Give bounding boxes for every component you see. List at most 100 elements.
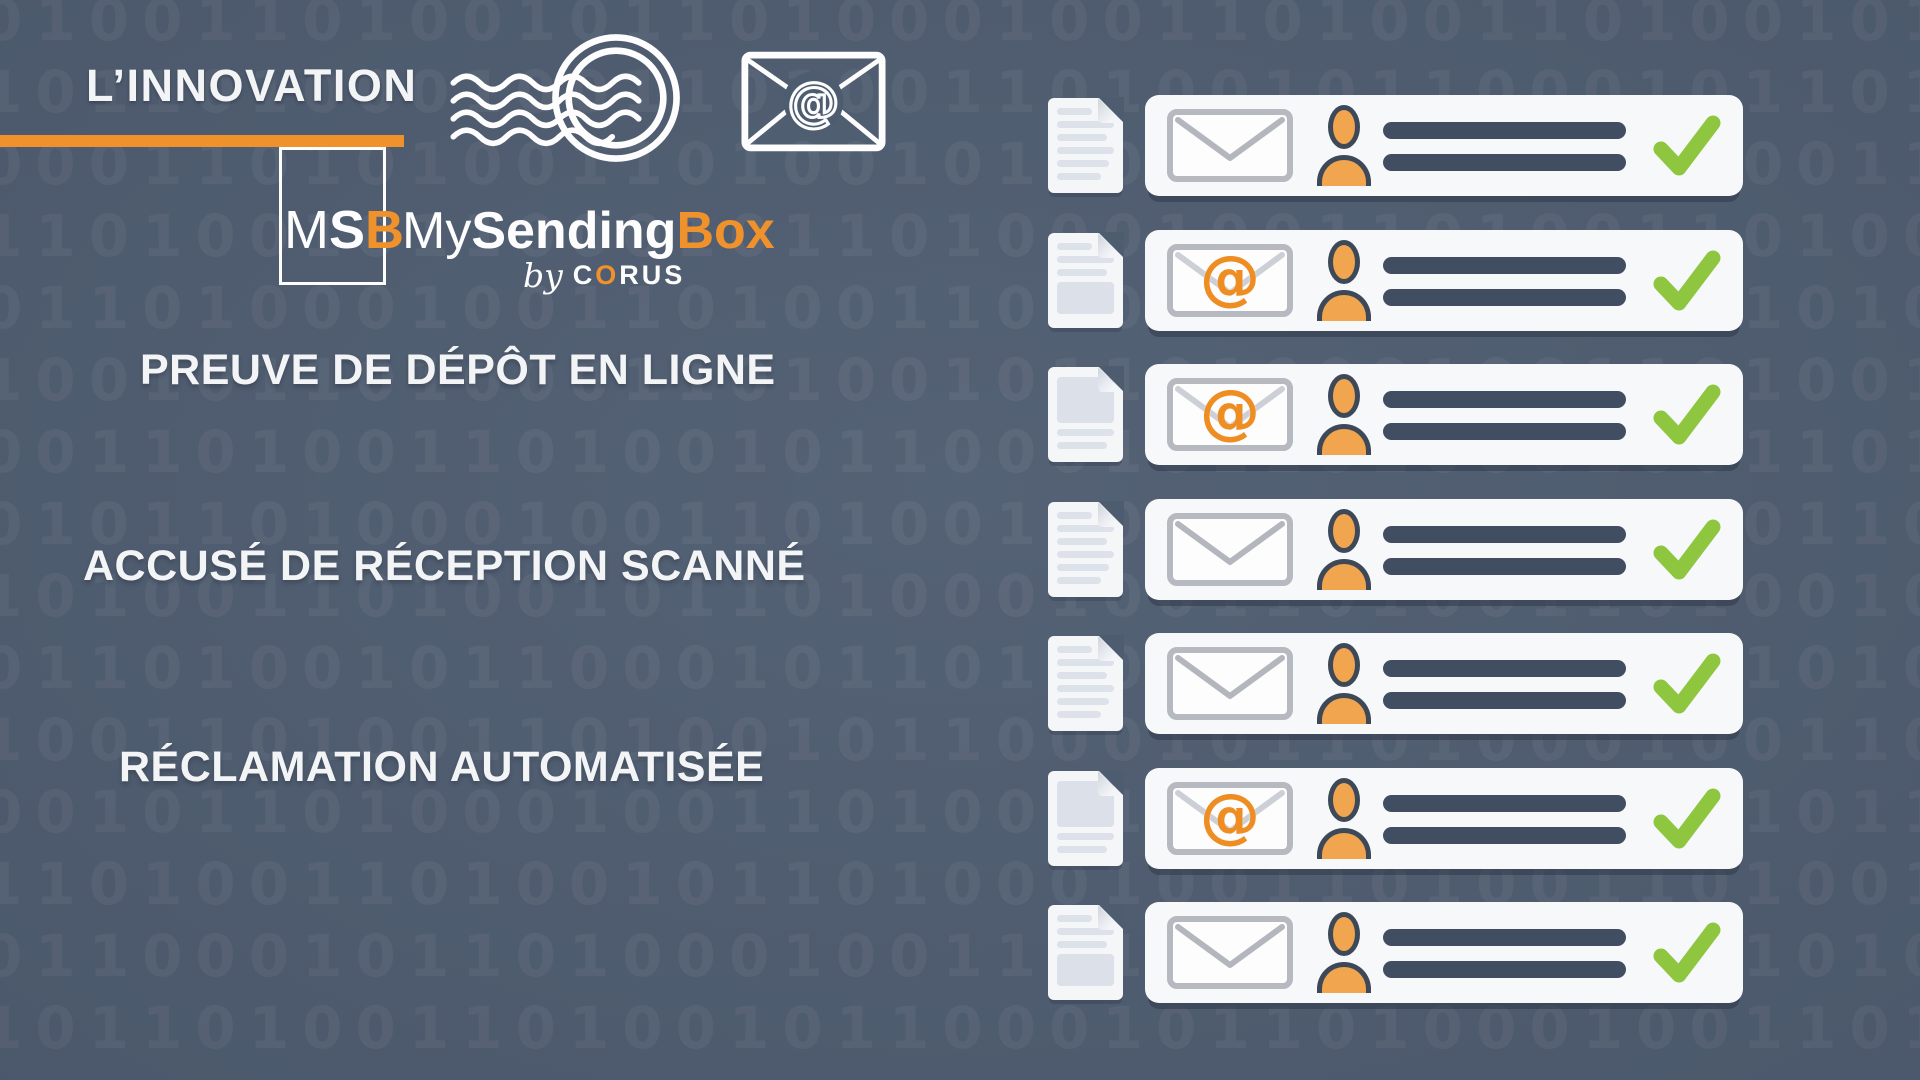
recipient-icon xyxy=(1317,240,1371,321)
document-text-line xyxy=(1057,577,1102,584)
envelope-flap xyxy=(1175,655,1285,699)
recipient-icon xyxy=(1317,778,1371,859)
person-shoulders xyxy=(1317,290,1371,321)
document-text-line xyxy=(1057,121,1114,128)
document-text-line xyxy=(1057,243,1093,250)
document-text-line xyxy=(1057,672,1108,679)
checkmark-icon xyxy=(1653,519,1721,580)
recipient-icon xyxy=(1317,374,1371,455)
mail-status-row xyxy=(1048,95,1748,196)
document-block xyxy=(1057,282,1114,314)
person-head xyxy=(1328,240,1360,284)
recipient-icon xyxy=(1317,912,1371,993)
msb-s: S xyxy=(328,200,366,260)
document-text-line xyxy=(1057,269,1108,276)
msb-b: B xyxy=(365,200,405,260)
address-line-placeholder xyxy=(1383,154,1626,171)
msb-logo-acronym: MSB xyxy=(284,199,404,261)
title-underline xyxy=(0,135,404,147)
document-text-line xyxy=(1057,147,1114,154)
document-text-line xyxy=(1057,564,1110,571)
postmark-icon xyxy=(450,34,680,162)
document-content xyxy=(1048,233,1123,328)
document-text-line xyxy=(1057,512,1093,519)
email-envelope-icon: @ xyxy=(1167,378,1293,451)
envelope-flap xyxy=(1175,386,1285,430)
document-text-line xyxy=(1057,173,1102,180)
binary-row: 0100110100101101000100110100110100101100… xyxy=(0,0,1920,54)
feature-title-reclamation: RÉCLAMATION AUTOMATISÉE xyxy=(119,743,765,791)
envelope-flap xyxy=(1175,521,1285,565)
msb-m: M xyxy=(284,200,329,260)
checkmark-icon xyxy=(1653,384,1721,445)
checkmark-icon xyxy=(1653,922,1721,983)
checkmark-icon xyxy=(1653,788,1721,849)
msb-logo-frame xyxy=(279,147,386,285)
document-text-line xyxy=(1057,256,1114,263)
checkmark-icon xyxy=(1653,250,1721,311)
address-line-placeholder xyxy=(1383,289,1626,306)
document-text-line xyxy=(1057,941,1108,948)
document-text-line xyxy=(1057,646,1093,653)
document-text-line xyxy=(1057,160,1110,167)
checkmark-icon xyxy=(1653,653,1721,714)
document-text-line xyxy=(1057,698,1110,705)
address-line-placeholder xyxy=(1383,526,1626,543)
person-shoulders xyxy=(1317,424,1371,455)
mail-status-row: @ xyxy=(1048,768,1748,869)
document-text-line xyxy=(1057,711,1102,718)
document-icon xyxy=(1048,232,1124,328)
status-card xyxy=(1145,499,1743,600)
person-shoulders xyxy=(1317,155,1371,186)
person-head xyxy=(1328,643,1360,687)
document-text-line xyxy=(1057,525,1114,532)
document-icon xyxy=(1048,501,1124,597)
at-symbol: @ xyxy=(1200,377,1260,448)
document-text-line xyxy=(1057,551,1114,558)
mail-status-row: @ xyxy=(1048,364,1748,465)
feature-title-preuve-de-depot: PREUVE DE DÉPÔT EN LIGNE xyxy=(140,346,776,394)
person-head xyxy=(1328,778,1360,822)
document-text-line xyxy=(1057,928,1114,935)
envelope-icon xyxy=(1167,513,1293,586)
email-at-envelope-icon: @ xyxy=(741,51,886,152)
envelope-icon xyxy=(1167,916,1293,989)
document-content xyxy=(1048,502,1123,597)
person-shoulders xyxy=(1317,828,1371,859)
person-head xyxy=(1328,105,1360,149)
recipient-icon xyxy=(1317,509,1371,590)
document-icon xyxy=(1048,904,1124,1000)
status-card: @ xyxy=(1145,768,1743,869)
mysendingbox-wordmark: MySendingBox xyxy=(402,201,775,261)
document-text-line xyxy=(1057,134,1108,141)
envelope-icon xyxy=(1167,109,1293,182)
brand-letter-o: O xyxy=(595,260,620,290)
status-card xyxy=(1145,95,1743,196)
mail-status-row xyxy=(1048,902,1748,1003)
recipient-icon xyxy=(1317,105,1371,186)
recipient-icon xyxy=(1317,643,1371,724)
address-line-placeholder xyxy=(1383,257,1626,274)
status-card xyxy=(1145,633,1743,734)
address-line-placeholder xyxy=(1383,660,1626,677)
mail-status-rows: @ xyxy=(1048,95,1748,1035)
address-line-placeholder xyxy=(1383,692,1626,709)
document-content xyxy=(1048,98,1123,193)
document-text-line xyxy=(1057,538,1108,545)
address-line-placeholder xyxy=(1383,391,1626,408)
brand-letter-c: C xyxy=(572,260,596,290)
person-shoulders xyxy=(1317,693,1371,724)
address-line-placeholder xyxy=(1383,423,1626,440)
document-block xyxy=(1057,954,1114,986)
person-shoulders xyxy=(1317,962,1371,993)
document-content xyxy=(1048,905,1123,1000)
email-envelope-icon: @ xyxy=(1167,244,1293,317)
document-text-line xyxy=(1057,685,1114,692)
byline-brand-corus: CORUS xyxy=(573,260,686,290)
mail-status-row: @ xyxy=(1048,230,1748,331)
document-icon xyxy=(1048,770,1124,866)
person-head xyxy=(1328,912,1360,956)
wordmark-sending: Sending xyxy=(471,202,677,260)
